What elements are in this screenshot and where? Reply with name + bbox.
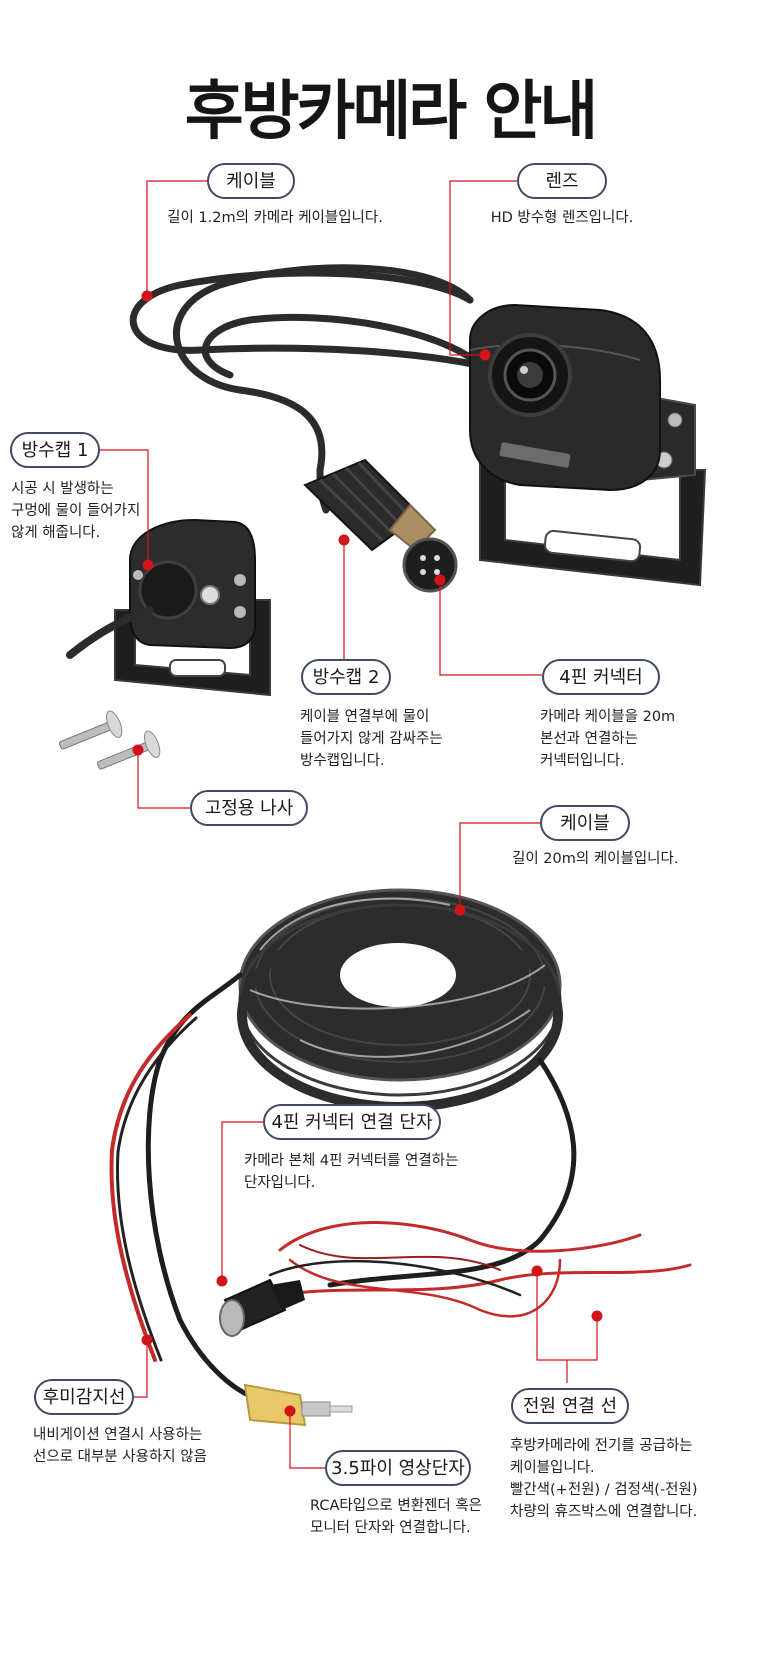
- camera-main: [469, 303, 707, 587]
- callout-screw-label: 고정용 나사: [190, 790, 308, 826]
- signal-wires: [109, 972, 692, 1403]
- callout-lens-desc: HD 방수형 렌즈입니다.: [462, 207, 662, 229]
- callout-cable-short-desc: 길이 1.2m의 카메라 케이블입니다.: [150, 207, 400, 229]
- desc-line: 본선과 연결하는: [540, 731, 638, 747]
- long-cable-coil: [237, 888, 563, 1112]
- callout-video-label: 3.5파이 영상단자: [325, 1450, 471, 1486]
- page-title: 후방카메라 안내: [184, 75, 598, 149]
- callout-cap2-desc: 케이블 연결부에 물이 들어가지 않게 감싸주는 방수캡입니다.: [300, 706, 443, 772]
- desc-line: 빨간색(+전원) / 검정색(-전원): [510, 1482, 698, 1498]
- desc-line: 차량의 휴즈박스에 연결합니다.: [510, 1504, 698, 1520]
- callout-cable-long-label: 케이블: [540, 805, 630, 841]
- desc-line: RCA타입으로 변환젠더 혹은: [310, 1498, 483, 1514]
- callout-reverse-desc: 내비게이션 연결시 사용하는 선으로 대부분 사용하지 않음: [33, 1424, 207, 1468]
- desc-line: 내비게이션 연결시 사용하는: [33, 1427, 203, 1443]
- desc-line: 케이블입니다.: [510, 1460, 595, 1476]
- callout-cap1-desc: 시공 시 발생하는 구멍에 물이 들어가지 않게 해줍니다.: [11, 478, 140, 544]
- short-cable-coil: [129, 264, 504, 514]
- desc-line: 커넥터입니다.: [540, 753, 625, 769]
- callout-cap2-label: 방수캡 2: [301, 659, 391, 695]
- desc-line: 시공 시 발생하는: [11, 481, 114, 497]
- desc-line: 단자입니다.: [244, 1175, 316, 1191]
- terminal-4pin: [219, 1278, 305, 1337]
- desc-line: 않게 해줍니다.: [11, 525, 101, 541]
- callout-cable-short-label: 케이블: [207, 163, 295, 199]
- callout-power-label: 전원 연결 선: [511, 1388, 629, 1424]
- desc-line: 카메라 본체 4핀 커넥터를 연결하는: [244, 1153, 459, 1169]
- camera-small: [66, 518, 271, 697]
- leader-lines: [97, 180, 598, 1469]
- desc-line: 모니터 단자와 연결합니다.: [310, 1520, 471, 1536]
- waterproof-connector: [303, 458, 458, 593]
- leader-dots: [132, 290, 603, 1417]
- desc-line: 방수캡입니다.: [300, 753, 385, 769]
- callout-terminal-desc: 카메라 본체 4핀 커넥터를 연결하는 단자입니다.: [244, 1150, 458, 1194]
- desc-line: 후방카메라에 전기를 공급하는: [510, 1438, 693, 1454]
- desc-line: 길이 20m의 케이블입니다.: [512, 851, 679, 867]
- callout-lens-label: 렌즈: [517, 163, 607, 199]
- screws: [58, 710, 161, 770]
- callout-4pin-label: 4핀 커넥터: [542, 659, 660, 695]
- callout-cap1-label: 방수캡 1: [10, 432, 100, 468]
- desc-line: 카메라 케이블을 20m: [540, 709, 676, 725]
- callout-cable-long-desc: 길이 20m의 케이블입니다.: [512, 848, 678, 870]
- desc-line: 선으로 대부분 사용하지 않음: [33, 1449, 207, 1465]
- desc-line: 케이블 연결부에 물이: [300, 709, 430, 725]
- callout-4pin-desc: 카메라 케이블을 20m 본선과 연결하는 커넥터입니다.: [540, 706, 675, 772]
- desc-line: 들어가지 않게 감싸주는: [300, 731, 443, 747]
- callout-terminal-label: 4핀 커넥터 연결 단자: [263, 1104, 441, 1140]
- desc-line: HD 방수형 렌즈입니다.: [490, 210, 634, 226]
- desc-line: 구멍에 물이 들어가지: [11, 503, 141, 519]
- callout-video-desc: RCA타입으로 변환젠더 혹은 모니터 단자와 연결합니다.: [310, 1495, 482, 1539]
- callout-power-desc: 후방카메라에 전기를 공급하는 케이블입니다. 빨간색(+전원) / 검정색(-…: [510, 1435, 698, 1523]
- desc-line: 길이 1.2m의 카메라 케이블입니다.: [167, 210, 383, 226]
- callout-reverse-label: 후미감지선: [34, 1379, 134, 1415]
- rca-terminal: [243, 1383, 353, 1427]
